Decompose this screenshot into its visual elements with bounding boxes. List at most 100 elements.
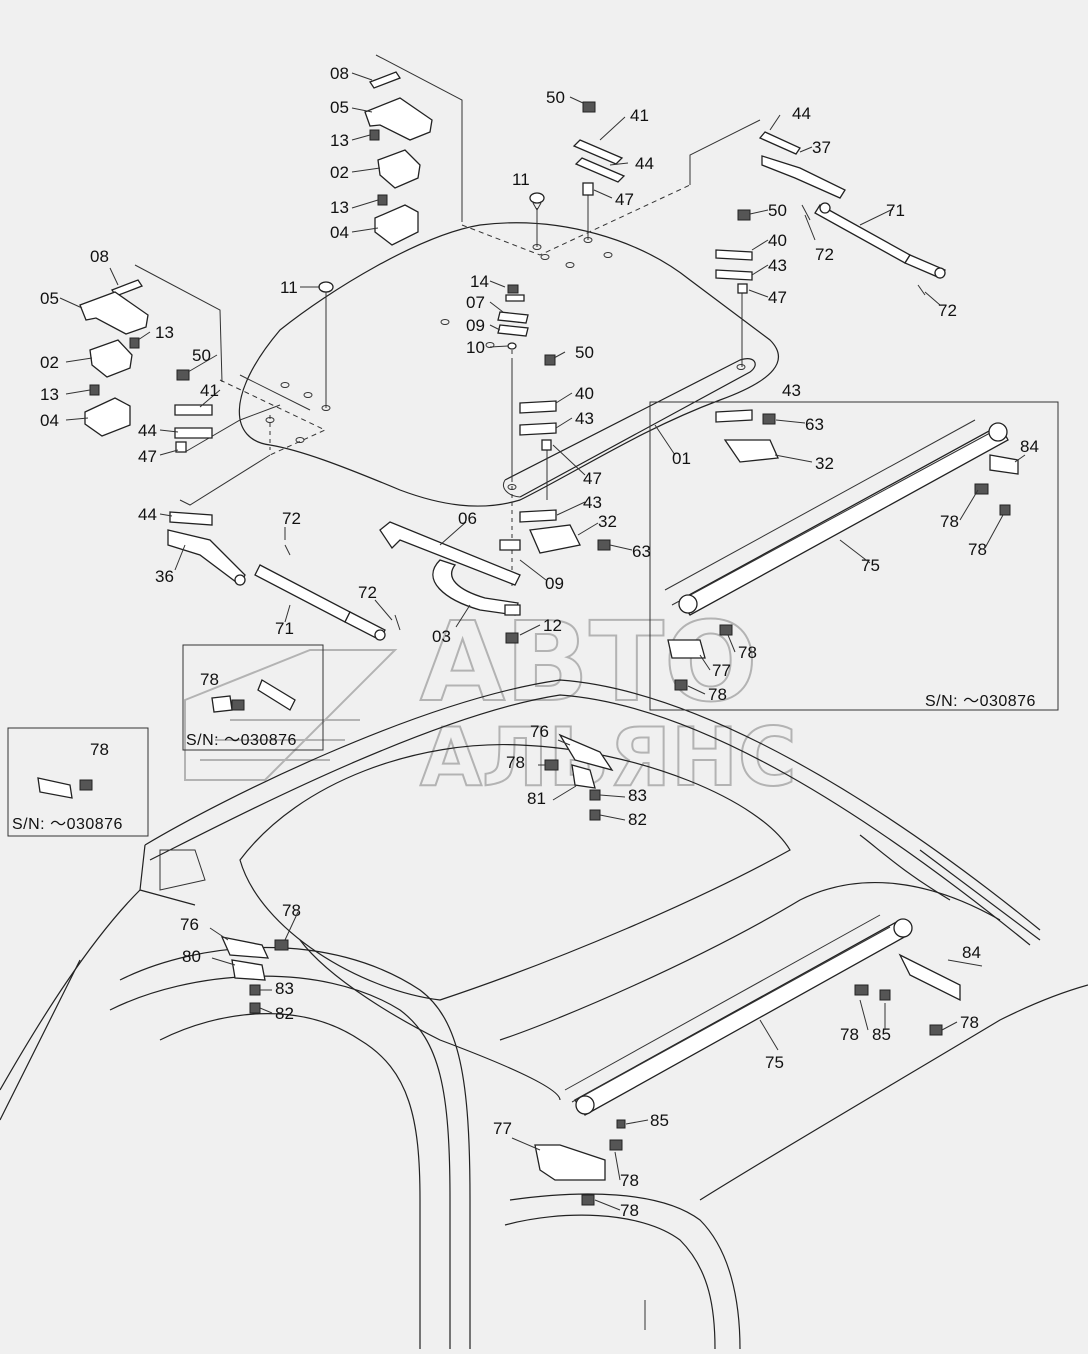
serial-note-left-small: S/N: ～030876 — [12, 816, 123, 833]
label-63-a: 63 — [632, 542, 651, 561]
label-32-a: 32 — [598, 512, 617, 531]
label-50-c: 50 — [575, 343, 594, 362]
sunshade-roller-lower — [534, 914, 961, 1206]
label-77-a: 77 — [712, 661, 731, 680]
label-leaders-lower — [209, 454, 1026, 1211]
label-44-d: 44 — [138, 505, 157, 524]
label-04-left: 04 — [40, 411, 59, 430]
stay-parts — [174, 101, 846, 554]
label-09-b: 09 — [545, 574, 564, 593]
label-78-l: 78 — [620, 1201, 639, 1220]
label-47-b: 47 — [768, 288, 787, 307]
label-82-b: 82 — [275, 1004, 294, 1023]
label-04-upper: 04 — [330, 223, 349, 242]
latch-assembly-left — [79, 279, 149, 437]
label-72-d: 72 — [358, 583, 377, 602]
label-44-a: 44 — [635, 154, 654, 173]
label-13-left-b: 13 — [40, 385, 59, 404]
label-78-a: 78 — [940, 512, 959, 531]
label-78-i: 78 — [840, 1025, 859, 1044]
label-13-left-a: 13 — [155, 323, 174, 342]
label-78-j: 78 — [960, 1013, 979, 1032]
label-36: 36 — [155, 567, 174, 586]
label-80: 80 — [182, 947, 201, 966]
label-08-left: 08 — [90, 247, 109, 266]
label-84-b: 84 — [962, 943, 981, 962]
sunshade-roller-upper — [649, 401, 1059, 711]
label-11-b: 11 — [280, 278, 298, 297]
label-05-upper: 05 — [330, 98, 349, 117]
knobs — [318, 192, 545, 293]
part-labels: 08 05 13 02 13 04 08 05 13 02 13 04 50 4… — [12, 64, 1039, 1220]
label-71-left: 71 — [275, 619, 294, 638]
label-43-d: 43 — [782, 381, 801, 400]
label-83-a: 83 — [628, 786, 647, 805]
label-72-a: 72 — [815, 245, 834, 264]
cab-body — [0, 679, 1088, 1350]
label-02-upper: 02 — [330, 163, 349, 182]
label-50-d: 50 — [192, 346, 211, 365]
label-76-b: 76 — [180, 915, 199, 934]
watermark-line2: АЛЬЯНС — [420, 711, 797, 804]
label-43-a: 43 — [768, 256, 787, 275]
label-78-g: 78 — [506, 753, 525, 772]
label-78-f: 78 — [90, 740, 109, 759]
label-43-c: 43 — [583, 493, 602, 512]
label-83-b: 83 — [275, 979, 294, 998]
label-05-left: 05 — [40, 289, 59, 308]
reference-lines — [134, 54, 761, 521]
label-07: 07 — [466, 293, 485, 312]
label-03: 03 — [432, 627, 451, 646]
label-01: 01 — [672, 449, 691, 468]
label-47-a: 47 — [615, 190, 634, 209]
watermark-line1: АВТО — [420, 598, 758, 726]
label-72-c: 72 — [282, 509, 301, 528]
label-63-b: 63 — [805, 415, 824, 434]
label-85-a: 85 — [872, 1025, 891, 1044]
label-12: 12 — [543, 616, 562, 635]
label-75-b: 75 — [765, 1053, 784, 1072]
roof-hatch-plate — [219, 184, 780, 590]
label-leaders — [59, 72, 941, 636]
label-78-h: 78 — [282, 901, 301, 920]
label-76-a: 76 — [530, 722, 549, 741]
gas-stay-right — [801, 202, 946, 296]
label-78-d: 78 — [708, 685, 727, 704]
label-11-a: 11 — [512, 170, 530, 189]
label-71-right: 71 — [886, 201, 905, 220]
label-50-b: 50 — [768, 201, 787, 220]
label-40-a: 40 — [768, 231, 787, 250]
label-78-k: 78 — [620, 1171, 639, 1190]
left-insets — [7, 644, 324, 837]
serial-note-left-mid: S/N: ～030876 — [186, 732, 297, 749]
label-44-b: 44 — [792, 104, 811, 123]
label-50-a: 50 — [546, 88, 565, 107]
hooks — [220, 733, 614, 1014]
label-41-b: 41 — [200, 381, 219, 400]
label-13-upper-b: 13 — [330, 198, 349, 217]
label-37: 37 — [812, 138, 831, 157]
label-40-b: 40 — [575, 384, 594, 403]
latch-assembly-upper — [364, 71, 433, 246]
label-41-a: 41 — [630, 106, 649, 125]
label-75-a: 75 — [861, 556, 880, 575]
label-78-e: 78 — [200, 670, 219, 689]
label-78-c: 78 — [738, 643, 757, 662]
serial-note-main: S/N: ～030876 — [925, 693, 1036, 710]
label-72-b: 72 — [938, 301, 957, 320]
label-13-upper-a: 13 — [330, 131, 349, 150]
label-84-a: 84 — [1020, 437, 1039, 456]
label-08-upper: 08 — [330, 64, 349, 83]
gas-stay-left — [167, 511, 401, 641]
label-85-b: 85 — [650, 1111, 669, 1130]
label-14: 14 — [470, 272, 489, 291]
watermark-logo — [184, 649, 398, 781]
label-44-c: 44 — [138, 421, 157, 440]
label-47-c: 47 — [583, 469, 602, 488]
label-82-a: 82 — [628, 810, 647, 829]
handle-and-bracket — [379, 521, 521, 644]
label-81: 81 — [527, 789, 546, 808]
label-10: 10 — [466, 338, 485, 357]
label-06: 06 — [458, 509, 477, 528]
label-32-b: 32 — [815, 454, 834, 473]
